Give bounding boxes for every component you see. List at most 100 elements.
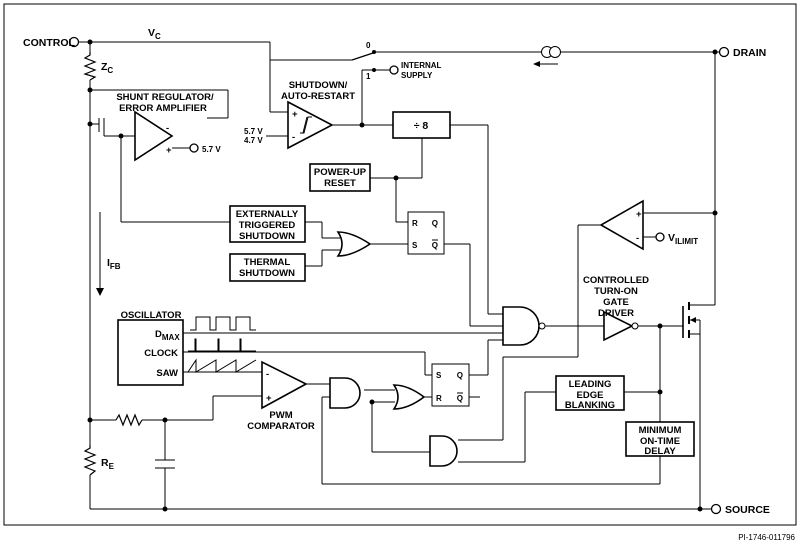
current-source-icon-b bbox=[549, 46, 561, 58]
leb-line1: LEADING bbox=[569, 379, 612, 390]
power-mosfet-icon bbox=[682, 302, 701, 338]
pwm-minus: - bbox=[266, 369, 269, 380]
clock-waveform-icon bbox=[188, 338, 256, 352]
thermal-line2: SHUTDOWN bbox=[239, 268, 295, 279]
source-pin-label: SOURCE bbox=[725, 504, 770, 516]
ifb-arrow-icon bbox=[96, 288, 104, 296]
vc-label: VC bbox=[148, 27, 161, 41]
mot-line2: ON-TIME bbox=[640, 436, 680, 447]
thermal-shutdown-block bbox=[229, 253, 306, 282]
junction-dots bbox=[87, 39, 718, 512]
divide-by-8-block bbox=[392, 111, 451, 139]
diagram-border bbox=[3, 3, 797, 526]
reset-or-gate bbox=[392, 384, 426, 410]
minimum-on-time-block bbox=[625, 421, 695, 457]
leb-line2: EDGE bbox=[577, 390, 604, 401]
gate-driver-line4: DRIVER bbox=[598, 308, 634, 319]
switch-1-label: 1 bbox=[366, 72, 371, 81]
osc-clock: CLOCK bbox=[144, 348, 178, 359]
ilimit-label: VILIMIT bbox=[668, 232, 698, 246]
power-up-line2: RESET bbox=[324, 178, 356, 189]
divide-by-8-label: ÷ 8 bbox=[414, 120, 429, 132]
pwm-plus: + bbox=[266, 393, 272, 404]
control-terminal bbox=[68, 36, 80, 48]
gate-driver-line2: TURN-ON bbox=[594, 286, 638, 297]
main-and-gate-bubble bbox=[538, 322, 546, 330]
part-number-label: PI-1746-011796 bbox=[738, 533, 795, 542]
ilimit-minus: - bbox=[636, 233, 639, 244]
internal-supply-line1: INTERNAL bbox=[401, 61, 442, 70]
ext-line3: SHUTDOWN bbox=[239, 231, 295, 242]
gate-driver-line1: CONTROLLED bbox=[583, 275, 649, 286]
shutdown-or-gate bbox=[336, 231, 372, 257]
power-up-reset-block bbox=[309, 163, 371, 192]
ff1-q: Q bbox=[432, 219, 438, 228]
pwm-and-gate bbox=[329, 377, 361, 409]
shunt-ref-label: 5.7 V bbox=[202, 145, 221, 154]
restart-flip-flop bbox=[407, 211, 445, 255]
gate-driver bbox=[603, 310, 634, 342]
source-terminal bbox=[710, 503, 722, 515]
pwm-flip-flop bbox=[431, 363, 470, 407]
shutdown-minus: - bbox=[292, 132, 295, 143]
saw-waveform-icon bbox=[187, 358, 257, 373]
internal-supply-terminal bbox=[389, 65, 399, 75]
main-and-gate bbox=[502, 306, 540, 346]
zc-label: ZC bbox=[101, 61, 113, 75]
current-limit-comparator bbox=[599, 199, 644, 251]
ilimit-plus: + bbox=[636, 209, 642, 220]
switch-contact-1 bbox=[372, 68, 376, 72]
osc-dmax: DMAX bbox=[155, 329, 180, 342]
shutdown-comparator bbox=[287, 100, 334, 150]
shunt-title-line2: ERROR AMPLIFIER bbox=[119, 103, 207, 114]
internal-supply-line2: SUPPLY bbox=[401, 71, 433, 80]
wires bbox=[78, 41, 720, 510]
oscillator-title: OSCILLATOR bbox=[121, 310, 182, 321]
ext-line2: TRIGGERED bbox=[239, 220, 296, 231]
osc-saw: SAW bbox=[156, 368, 178, 379]
ff1-qbar: Q bbox=[432, 241, 438, 250]
gate-driver-line3: GATE bbox=[603, 297, 629, 308]
shunt-title-line1: SHUNT REGULATOR/ bbox=[116, 92, 214, 103]
shunt-minus: - bbox=[166, 123, 169, 134]
dmax-waveform-icon bbox=[190, 316, 256, 331]
switch-contact-0 bbox=[372, 50, 376, 54]
ff2-q: Q bbox=[457, 371, 463, 380]
control-pin-label: CONTROL bbox=[23, 37, 75, 49]
ff1-s: S bbox=[412, 241, 418, 250]
drain-terminal bbox=[718, 46, 730, 58]
thermal-line1: THERMAL bbox=[244, 257, 291, 268]
external-shutdown-block bbox=[229, 205, 306, 243]
leb-line3: BLANKING bbox=[565, 400, 615, 411]
filter-resistor-icon bbox=[115, 413, 143, 427]
mot-line3: DELAY bbox=[644, 446, 676, 457]
ff1-r: R bbox=[412, 219, 418, 228]
switch-0-label: 0 bbox=[366, 41, 371, 50]
hysteresis-icon-b bbox=[302, 116, 308, 134]
shunt-plus: + bbox=[166, 145, 172, 156]
shutdown-title-line1: SHUTDOWN/ bbox=[289, 80, 348, 91]
ext-line1: EXTERNALLY bbox=[236, 209, 299, 220]
shunt-ref-terminal bbox=[189, 143, 199, 153]
mot-line1: MINIMUM bbox=[639, 425, 682, 436]
power-up-line1: POWER-UP bbox=[314, 167, 367, 178]
ff2-qbar: Q bbox=[457, 394, 463, 403]
ilimit-terminal bbox=[655, 232, 665, 242]
zc-resistor-icon bbox=[83, 52, 97, 81]
oscillator-block bbox=[117, 319, 184, 386]
gate-driver-bubble bbox=[631, 322, 639, 330]
shunt-amplifier bbox=[134, 110, 174, 162]
pwm-comparator bbox=[261, 360, 308, 410]
leading-edge-blanking-block bbox=[555, 375, 625, 411]
ff2-s: S bbox=[436, 371, 442, 380]
current-arrow-icon bbox=[533, 61, 540, 67]
blanking-and-gate bbox=[429, 435, 458, 467]
hysteresis-high-label: 5.7 V bbox=[244, 127, 263, 136]
re-resistor-icon bbox=[83, 445, 97, 476]
pwm-title-line1: PWM bbox=[269, 410, 292, 421]
shutdown-plus: + bbox=[292, 109, 298, 120]
hysteresis-low-label: 4.7 V bbox=[244, 136, 263, 145]
re-label: RE bbox=[101, 457, 115, 471]
